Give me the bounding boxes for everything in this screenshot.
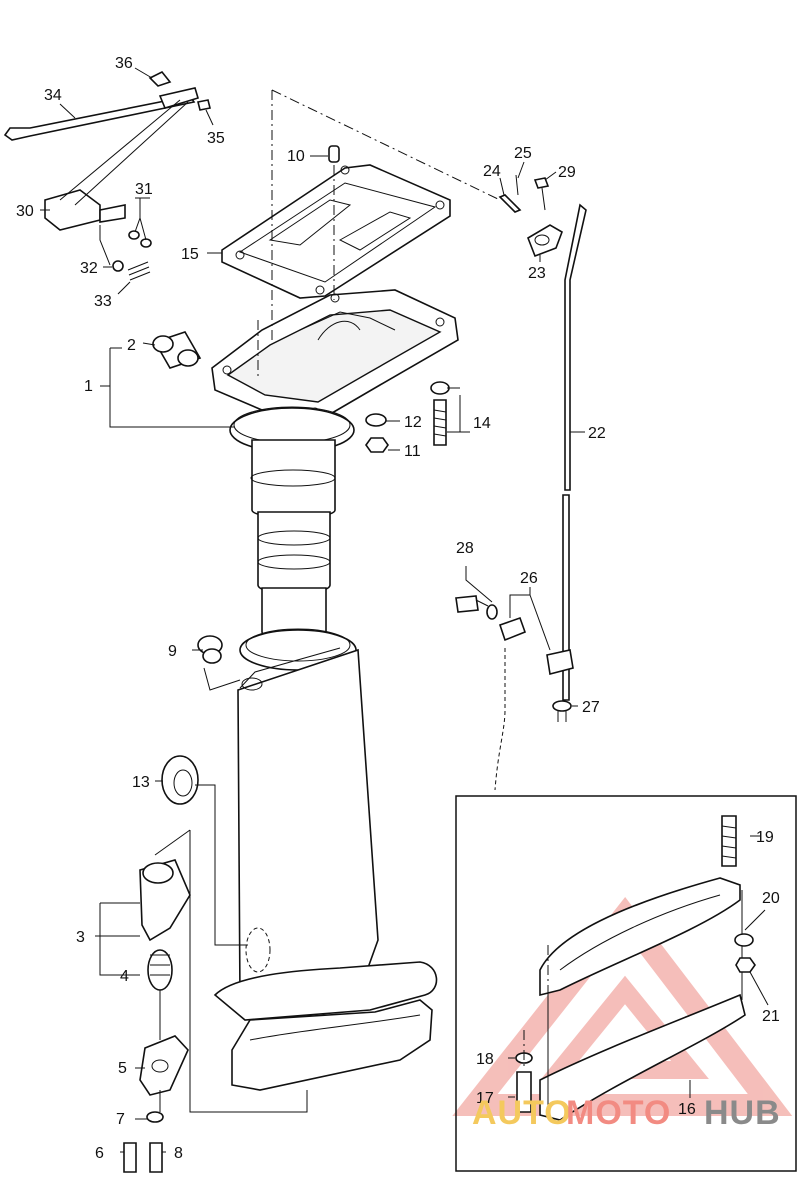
part-label-3: 3 xyxy=(76,929,85,946)
grommet-13 xyxy=(161,755,199,805)
part-label-32: 32 xyxy=(80,260,98,277)
fasteners-11-12-14 xyxy=(365,381,450,453)
part-label-10: 10 xyxy=(287,148,305,165)
part-labels: 36 34 35 30 31 32 33 10 15 2 1 24 25 29 … xyxy=(16,55,780,1162)
part-label-33: 33 xyxy=(94,293,112,310)
watermark-hub: HUB xyxy=(704,1094,781,1132)
part-label-31: 31 xyxy=(135,181,153,198)
gasket-15 xyxy=(221,164,451,299)
shift-clamp-23 xyxy=(498,174,563,258)
rod-connector-26 xyxy=(455,595,574,791)
part-label-17: 17 xyxy=(476,1090,494,1107)
part-label-12: 12 xyxy=(404,414,422,431)
dowel-pin-10 xyxy=(328,145,340,163)
watermark-text: AUTO MOTO HUB xyxy=(472,1094,781,1132)
part-label-26: 26 xyxy=(520,570,538,587)
part-label-14: 14 xyxy=(473,415,491,432)
part-label-27: 27 xyxy=(582,699,600,716)
part-label-25: 25 xyxy=(514,145,532,162)
part-label-6: 6 xyxy=(95,1145,104,1162)
watermark-moto: MOTO xyxy=(566,1094,671,1132)
part-label-36: 36 xyxy=(115,55,133,72)
part-label-16: 16 xyxy=(678,1101,696,1118)
part-label-9: 9 xyxy=(168,643,177,660)
part-label-28: 28 xyxy=(456,540,474,557)
part-label-7: 7 xyxy=(116,1111,125,1128)
part-label-34: 34 xyxy=(44,87,62,104)
drive-shaft-housing xyxy=(211,289,459,1091)
part-label-11: 11 xyxy=(404,443,421,460)
part-label-35: 35 xyxy=(207,130,225,147)
water-tube-bracket-3 xyxy=(123,859,191,1173)
part-label-2: 2 xyxy=(127,337,136,354)
part-label-18: 18 xyxy=(476,1051,494,1068)
center-lines xyxy=(257,89,549,1070)
part-label-24: 24 xyxy=(483,163,501,180)
part-label-4: 4 xyxy=(120,968,129,985)
part-label-13: 13 xyxy=(132,774,150,791)
part-label-5: 5 xyxy=(118,1060,127,1077)
leader-lines xyxy=(40,67,769,1153)
part-label-20: 20 xyxy=(762,890,780,907)
part-label-23: 23 xyxy=(528,265,546,282)
part-label-29: 29 xyxy=(558,164,576,181)
shift-linkage-30 xyxy=(3,70,211,281)
shift-rod-22 xyxy=(562,203,587,701)
watermark-auto: AUTO xyxy=(472,1094,572,1132)
inset-detail xyxy=(455,795,797,1172)
part-label-8: 8 xyxy=(174,1145,183,1162)
part-label-21: 21 xyxy=(762,1008,780,1025)
part-label-22: 22 xyxy=(588,425,606,442)
part-label-30: 30 xyxy=(16,203,34,220)
bushing-2 xyxy=(152,331,202,369)
grommet-9 xyxy=(197,635,223,664)
part-label-1: 1 xyxy=(84,378,93,395)
part-label-15: 15 xyxy=(181,246,199,263)
part-label-19: 19 xyxy=(756,829,774,846)
